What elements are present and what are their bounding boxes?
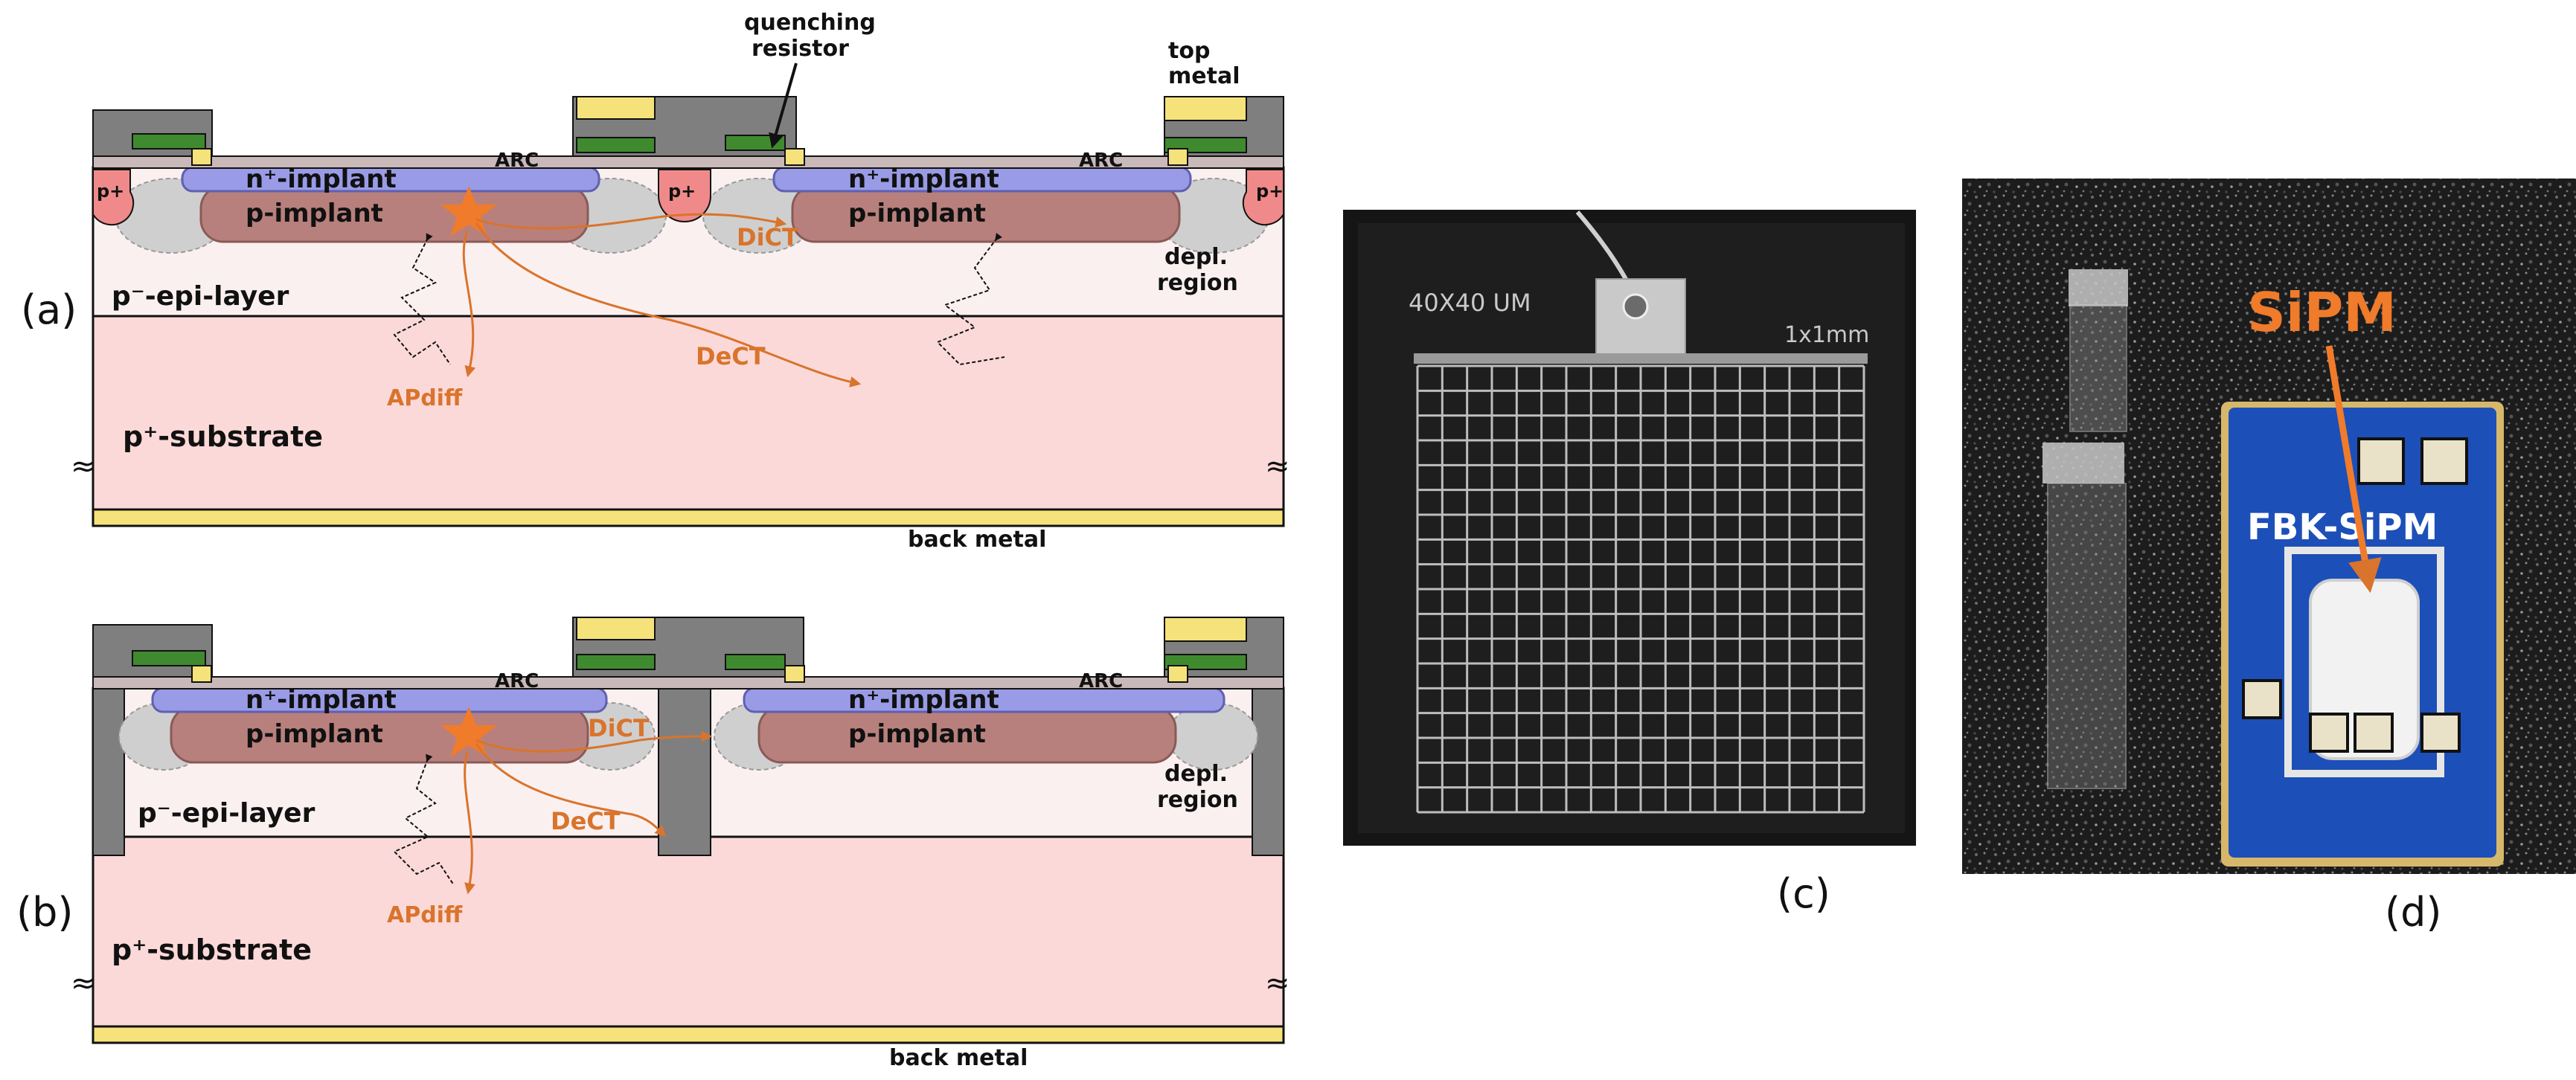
n-implant-label: n⁺-implant — [848, 685, 999, 715]
depl-label: depl. — [1164, 761, 1228, 787]
pad — [2420, 713, 2461, 753]
p-plus-guard — [658, 169, 711, 222]
trench — [1252, 687, 1284, 856]
bond-ball — [1622, 293, 1649, 320]
p-implant-label: p-implant — [848, 719, 986, 749]
p-plus-guard — [92, 169, 135, 226]
break-mark: ≈ — [71, 449, 96, 483]
break-mark: ≈ — [1265, 966, 1290, 1000]
dict-label: DiCT — [588, 714, 650, 742]
arc-label: ARC — [495, 150, 539, 172]
size-label: 1x1mm — [1784, 322, 1869, 348]
top-metal-label: metal — [1168, 63, 1240, 89]
panel-label-a: (a) — [21, 286, 77, 333]
p-plus-label: p+ — [668, 181, 696, 202]
photo-panel: FBK-SiPM SiPM (d) — [1962, 179, 2576, 936]
substrate-label: p⁺-substrate — [112, 933, 312, 966]
n-implant-label: n⁺-implant — [848, 164, 999, 194]
pad — [2309, 713, 2349, 753]
pad — [2357, 437, 2405, 485]
pad — [2242, 679, 2282, 719]
crystal-body — [2047, 483, 2127, 789]
crystal-top-body — [2069, 304, 2127, 432]
panel-label-b: (b) — [16, 889, 73, 936]
apdiff-path — [462, 230, 476, 378]
substrate-region — [92, 835, 1285, 1028]
apdiff-label: APdiff — [387, 385, 463, 411]
top-metal-label: top — [1168, 38, 1210, 64]
pad — [2420, 437, 2468, 485]
random-walk-path — [936, 233, 1005, 366]
board-text: FBK-SiPM — [2247, 507, 2438, 548]
apdiff-path — [464, 750, 475, 895]
back-metal-layer — [92, 508, 1285, 527]
p-plus-label: p+ — [97, 181, 124, 202]
contact-stack — [92, 109, 213, 166]
p-implant-label: p-implant — [246, 199, 383, 228]
n-implant-label: n⁺-implant — [246, 685, 397, 715]
crystal-bottom — [2042, 443, 2124, 483]
dect-label: DeCT — [551, 807, 621, 835]
avalanche-star-icon — [440, 707, 497, 757]
p-implant-label: p-implant — [848, 199, 986, 228]
panel-label-d: (d) — [2385, 889, 2441, 936]
dect-label: DeCT — [696, 342, 766, 370]
break-mark: ≈ — [1265, 449, 1290, 483]
n-implant-label: n⁺-implant — [246, 164, 397, 194]
dict-path — [475, 730, 713, 753]
substrate-region — [92, 315, 1285, 511]
contact-stack — [572, 617, 805, 683]
arc-label: ARC — [495, 670, 539, 692]
depl-label: region — [1157, 787, 1238, 813]
cell-grid — [1416, 364, 1865, 814]
random-walk-path — [393, 233, 451, 365]
sipm-pointer — [2325, 345, 2382, 594]
contact-stack — [1164, 617, 1284, 683]
p-implant-label: p-implant — [246, 719, 383, 749]
pad — [2354, 713, 2394, 753]
depl-label: region — [1157, 270, 1238, 296]
dict-path — [475, 213, 787, 230]
back-metal-layer — [92, 1025, 1285, 1044]
resistor-label: resistor — [752, 36, 849, 62]
p-plus-guard — [1242, 169, 1284, 226]
trench — [658, 687, 711, 856]
contact-stack — [92, 624, 213, 683]
dict-label: DiCT — [737, 223, 798, 251]
panel-label-c: (c) — [1777, 870, 1830, 917]
crystal-top — [2069, 269, 2128, 306]
cross-section-a: quenching resistor top metal ARC ARC n⁺-… — [21, 10, 1290, 553]
apdiff-label: APdiff — [387, 902, 463, 928]
micrograph-panel: 40X40 UM 1x1mm (c) — [1343, 210, 1916, 917]
substrate-label: p⁺-substrate — [123, 420, 323, 453]
dect-path — [475, 743, 667, 838]
arc-label: ARC — [1079, 670, 1123, 692]
contact-stack — [572, 96, 805, 166]
sipm-label: SiPM — [2247, 281, 2397, 344]
contact-stack — [1164, 96, 1284, 166]
quenching-label: quenching — [744, 10, 876, 36]
cross-section-b: ARC ARC n⁺-implant n⁺-implant p-implant … — [16, 617, 1290, 1071]
trench — [92, 687, 125, 856]
scale-label: 40X40 UM — [1409, 289, 1531, 317]
avalanche-star-icon — [440, 186, 497, 237]
epi-label: p⁻-epi-layer — [112, 281, 289, 312]
dect-path — [475, 222, 862, 388]
epi-label: p⁻-epi-layer — [138, 798, 315, 829]
depl-label: depl. — [1164, 244, 1228, 270]
p-plus-label: p+ — [1256, 181, 1284, 202]
grid-top-bar — [1414, 353, 1868, 364]
break-mark: ≈ — [71, 966, 96, 1000]
back-metal-label: back metal — [889, 1045, 1028, 1071]
arc-label: ARC — [1079, 150, 1123, 172]
back-metal-label: back metal — [908, 527, 1046, 553]
random-walk-path — [393, 753, 455, 886]
quenching-pointer — [769, 62, 798, 149]
